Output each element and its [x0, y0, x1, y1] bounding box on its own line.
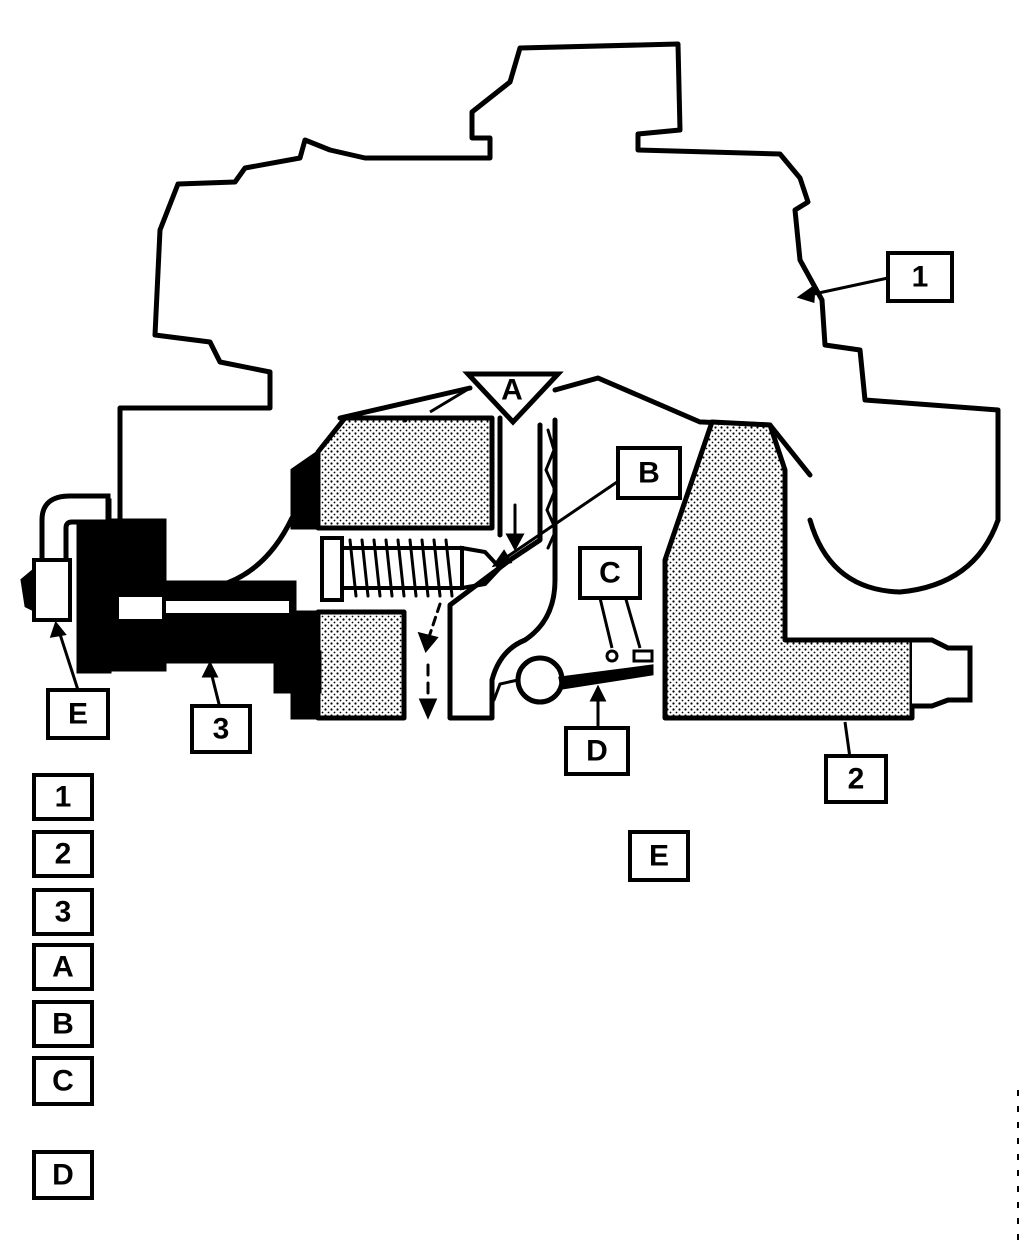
flow-arrow-down-head: [505, 533, 525, 552]
flow-arrow-out-head: [417, 631, 439, 653]
key-a: A: [32, 943, 94, 991]
svg-text:D: D: [52, 1159, 74, 1192]
leader-1-head: [796, 283, 816, 303]
carburetor-body-outline: [117, 41, 1001, 523]
svg-text:1: 1: [55, 781, 72, 814]
elbow-nut: [32, 558, 72, 622]
key-d: D: [32, 1150, 94, 1200]
svg-text:E: E: [68, 698, 88, 731]
svg-text:2: 2: [55, 838, 72, 871]
float-chamber-block: [662, 419, 915, 721]
fuel-passage-zigzag: [544, 428, 558, 550]
inlet-shaft-highlight: [164, 599, 291, 615]
svg-text:B: B: [638, 457, 660, 490]
key-2: 2: [32, 830, 94, 878]
leader-A-left: [429, 386, 471, 414]
svg-text:B: B: [52, 1008, 74, 1041]
float-arm-hook: [492, 678, 520, 702]
leader-E: [56, 627, 80, 691]
needle-housing-upper: [315, 415, 495, 531]
float-arm: [558, 664, 654, 690]
svg-text:A: A: [52, 951, 74, 984]
svg-text:2: 2: [848, 763, 865, 796]
svg-text:3: 3: [55, 896, 72, 929]
callout-a-label: A: [501, 374, 523, 407]
housing-casting: [290, 449, 320, 530]
callout-c: C: [578, 546, 642, 600]
leader-D-head: [589, 684, 607, 702]
key-1: 1: [32, 773, 94, 821]
flow-arrow-bowl-head: [418, 698, 438, 720]
inlet-fitting-bolt: [158, 580, 297, 664]
leader-2: [843, 721, 852, 759]
fuel-inlet-ledge: [337, 375, 703, 425]
outlet-nipple: [912, 637, 973, 709]
flow-arrow-out: [426, 602, 442, 642]
needle-seat: [320, 536, 344, 602]
pivot-pin: [605, 649, 619, 663]
needle-spring: [348, 538, 454, 598]
callout-a: A: [462, 371, 564, 426]
leader-B-head: [491, 549, 513, 568]
float-ball: [515, 655, 565, 705]
svg-text:3: 3: [213, 713, 230, 746]
leader-B: [494, 478, 621, 567]
svg-text:C: C: [52, 1065, 74, 1098]
leader-3-head: [201, 660, 219, 678]
key-e: E: [628, 830, 690, 882]
inlet-small-block: [273, 650, 322, 694]
key-c: C: [32, 1056, 94, 1106]
pivot-slot: [632, 649, 654, 663]
svg-text:E: E: [649, 840, 669, 873]
leader-E-head: [49, 620, 67, 638]
callout-d: D: [564, 726, 630, 776]
callout-2: 2: [824, 754, 888, 804]
key-3: 3: [32, 888, 94, 936]
needle-housing-lower: [315, 609, 407, 721]
right-bowl-curve: [807, 517, 1001, 595]
callout-a-arrow: [462, 371, 564, 426]
callout-3: 3: [190, 704, 252, 754]
callout-1: 1: [886, 251, 954, 303]
svg-text:D: D: [586, 735, 608, 768]
elbow-break: [20, 566, 36, 613]
callout-b: B: [616, 446, 682, 500]
svg-text:1: 1: [912, 261, 929, 294]
key-b: B: [32, 1000, 94, 1048]
leader-C-left: [598, 597, 614, 649]
callout-e: E: [46, 688, 110, 740]
fuel-passage-wall: [402, 415, 558, 721]
svg-text:C: C: [599, 557, 621, 590]
leader-C-right: [623, 595, 642, 649]
inlet-bolt-head: [117, 595, 164, 621]
